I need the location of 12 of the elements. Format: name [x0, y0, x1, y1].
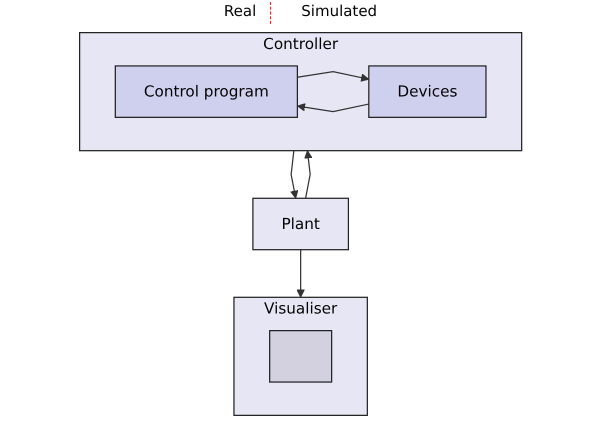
region-label: Real: [224, 2, 272, 24]
node-box: Devices: [368, 65, 486, 118]
node-box: [268, 330, 332, 383]
cluster: Visualiser: [233, 296, 368, 416]
arrow: [297, 71, 370, 82]
node-box: Plant: [252, 198, 349, 250]
arrow: [290, 150, 298, 199]
arrow: [296, 103, 369, 112]
node-box: Control program: [114, 65, 298, 118]
region-label: Simulated: [301, 2, 378, 22]
arrow: [304, 150, 312, 198]
arrow: [296, 250, 305, 298]
